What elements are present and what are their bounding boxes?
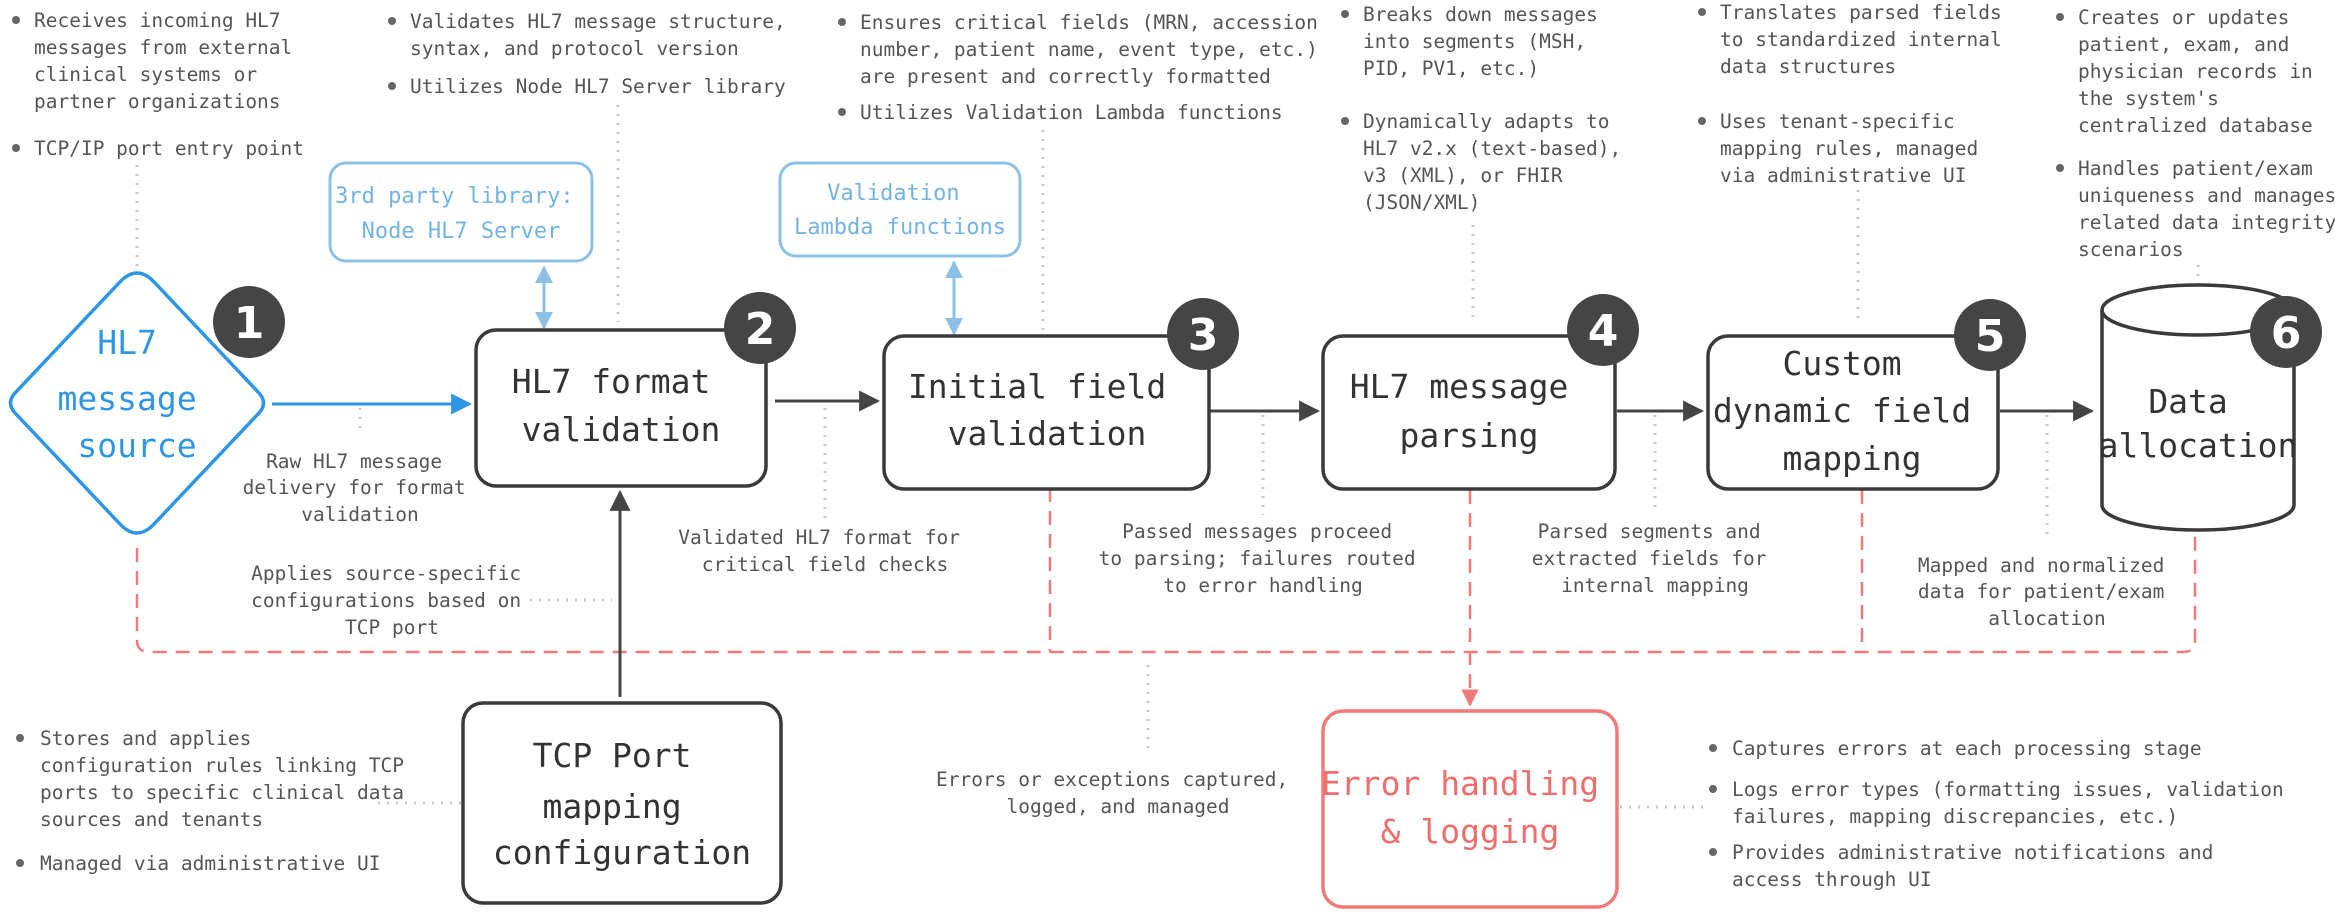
- badge-6: 6: [2250, 296, 2322, 368]
- error-handling-line-1: Error handling: [1321, 764, 1599, 803]
- lib-lambda-line-2: Lambda functions: [794, 215, 1006, 240]
- svg-text:Validation Lambda functi: Validation Lambda functions: [794, 181, 1006, 240]
- label-parsing-to-mapping: Parsed segments and extracted fields for…: [1532, 520, 1779, 597]
- svg-text:Validates HL7 message structur: Validates HL7 message structure,syntax, …: [410, 10, 786, 60]
- badge-5-number: 5: [1975, 311, 2006, 362]
- tcp-config-line-1: TCP Port: [533, 736, 692, 775]
- parsing-line-2: parsing: [1399, 416, 1538, 455]
- label-format-to-field: Validated HL7 format for critical field …: [678, 526, 972, 576]
- lib-node-hl7-line-2: Node HL7 Server: [362, 219, 561, 244]
- notes-format-validation: Validates HL7 message structure,syntax, …: [388, 10, 786, 98]
- source-label-line-2: message: [58, 379, 197, 418]
- badge-4: 4: [1567, 294, 1639, 366]
- node-initial-field-validation: Initial field validation: [882, 334, 1211, 491]
- badge-2: 2: [724, 292, 796, 364]
- tcp-config-line-2: mapping: [543, 787, 682, 826]
- badge-2-number: 2: [745, 304, 776, 355]
- svg-text:HL7 format validation: HL7 format validation: [512, 362, 731, 449]
- svg-text:Utilizes Validation Lambda fun: Utilizes Validation Lambda functions: [860, 101, 1283, 124]
- node-hl7-message-parsing: HL7 message parsing: [1321, 334, 1617, 491]
- svg-text:Initial field validation: Initial field validation: [908, 367, 1186, 453]
- svg-text:TCP Port mapping c: TCP Port mapping configuration: [493, 736, 751, 872]
- badge-6-number: 6: [2271, 308, 2302, 359]
- svg-text:Provides administrative notifi: Provides administrative notifications an…: [1732, 841, 2213, 891]
- badge-1: 1: [213, 286, 285, 358]
- format-validation-line-2: validation: [522, 410, 721, 449]
- mapping-line-2: dynamic field: [1713, 391, 1971, 430]
- flow-arrows: [272, 260, 2095, 697]
- svg-text:Managed via administrative UI: Managed via administrative UI: [40, 852, 380, 875]
- format-validation-line-1: HL7 format: [512, 362, 711, 401]
- tcp-config-line-3: configuration: [493, 833, 751, 872]
- mapping-line-3: mapping: [1782, 439, 1921, 478]
- mapping-line-1: Custom: [1782, 344, 1901, 383]
- node-custom-dynamic-field-mapping: Custom dynamic field mapping: [1706, 334, 2000, 491]
- node-data-allocation: Data allocation: [2099, 283, 2298, 532]
- node-error-handling-logging: Error handling & logging: [1321, 709, 1619, 909]
- library-validation-lambda: Validation Lambda functions: [778, 161, 1022, 258]
- field-validation-line-2: validation: [948, 414, 1147, 453]
- note-leaders: [135, 105, 2200, 809]
- svg-text:Custom dynamic field: Custom dynamic field mapping: [1713, 344, 1991, 478]
- svg-text:TCP/IP port entry point: TCP/IP port entry point: [34, 137, 304, 160]
- badge-3: 3: [1167, 298, 1239, 370]
- badge-4-number: 4: [1588, 306, 1619, 357]
- error-handling-line-2: & logging: [1381, 812, 1560, 851]
- error-bus: [135, 488, 2197, 707]
- notes-error-handling: Captures errors at each processing stage…: [1709, 737, 2284, 891]
- label-source-to-format: Raw HL7 message delivery for format vali…: [243, 450, 478, 526]
- label-field-to-parsing: Passed messages proceed to parsing; fail…: [1099, 520, 1428, 597]
- svg-text:Error handling & logging: Error handling & logging: [1321, 764, 1619, 851]
- svg-text:HL7 message parsing: HL7 message parsing: [1350, 367, 1588, 455]
- svg-text:Captures errors at each proces: Captures errors at each processing stage: [1732, 737, 2202, 760]
- svg-text:Utilizes Node HL7 Server libra: Utilizes Node HL7 Server library: [410, 75, 786, 98]
- badge-5: 5: [1954, 299, 2026, 371]
- node-hl7-format-validation: HL7 format validation: [474, 328, 768, 488]
- label-errors: Errors or exceptions captured, logged, a…: [936, 768, 1300, 818]
- svg-text:HL7 message source: HL7 message source: [58, 323, 217, 465]
- svg-text:Data allocation: Data allocation: [2099, 382, 2298, 465]
- field-validation-line-1: Initial field: [908, 367, 1166, 406]
- badge-1-number: 1: [234, 298, 265, 349]
- node-tcp-port-mapping-configuration: TCP Port mapping configuration: [461, 701, 783, 905]
- node-hl7-message-source: HL7 message source: [8, 271, 266, 535]
- badge-3-number: 3: [1188, 310, 1219, 361]
- svg-text:3rd party library: Node: 3rd party library: Node HL7 Server: [335, 184, 587, 244]
- svg-text:Logs error types (formatting i: Logs error types (formatting issues, val…: [1732, 778, 2284, 828]
- svg-text:Ensures critical fields (MRN,: Ensures critical fields (MRN, accessionn…: [860, 11, 1318, 88]
- lib-node-hl7-line-1: 3rd party library:: [335, 184, 573, 209]
- parsing-line-1: HL7 message: [1350, 367, 1569, 406]
- source-label-line-3: source: [77, 426, 196, 465]
- source-label-line-1: HL7: [97, 323, 157, 362]
- label-tcp-to-format: Applies source-specific configurations b…: [251, 562, 533, 639]
- label-mapping-to-allocation: Mapped and normalized data for patient/e…: [1918, 554, 2176, 630]
- allocation-line-1: Data: [2148, 382, 2227, 421]
- allocation-line-2: allocation: [2099, 426, 2298, 465]
- lib-lambda-line-1: Validation: [827, 181, 959, 206]
- library-node-hl7-server: 3rd party library: Node HL7 Server: [328, 161, 594, 263]
